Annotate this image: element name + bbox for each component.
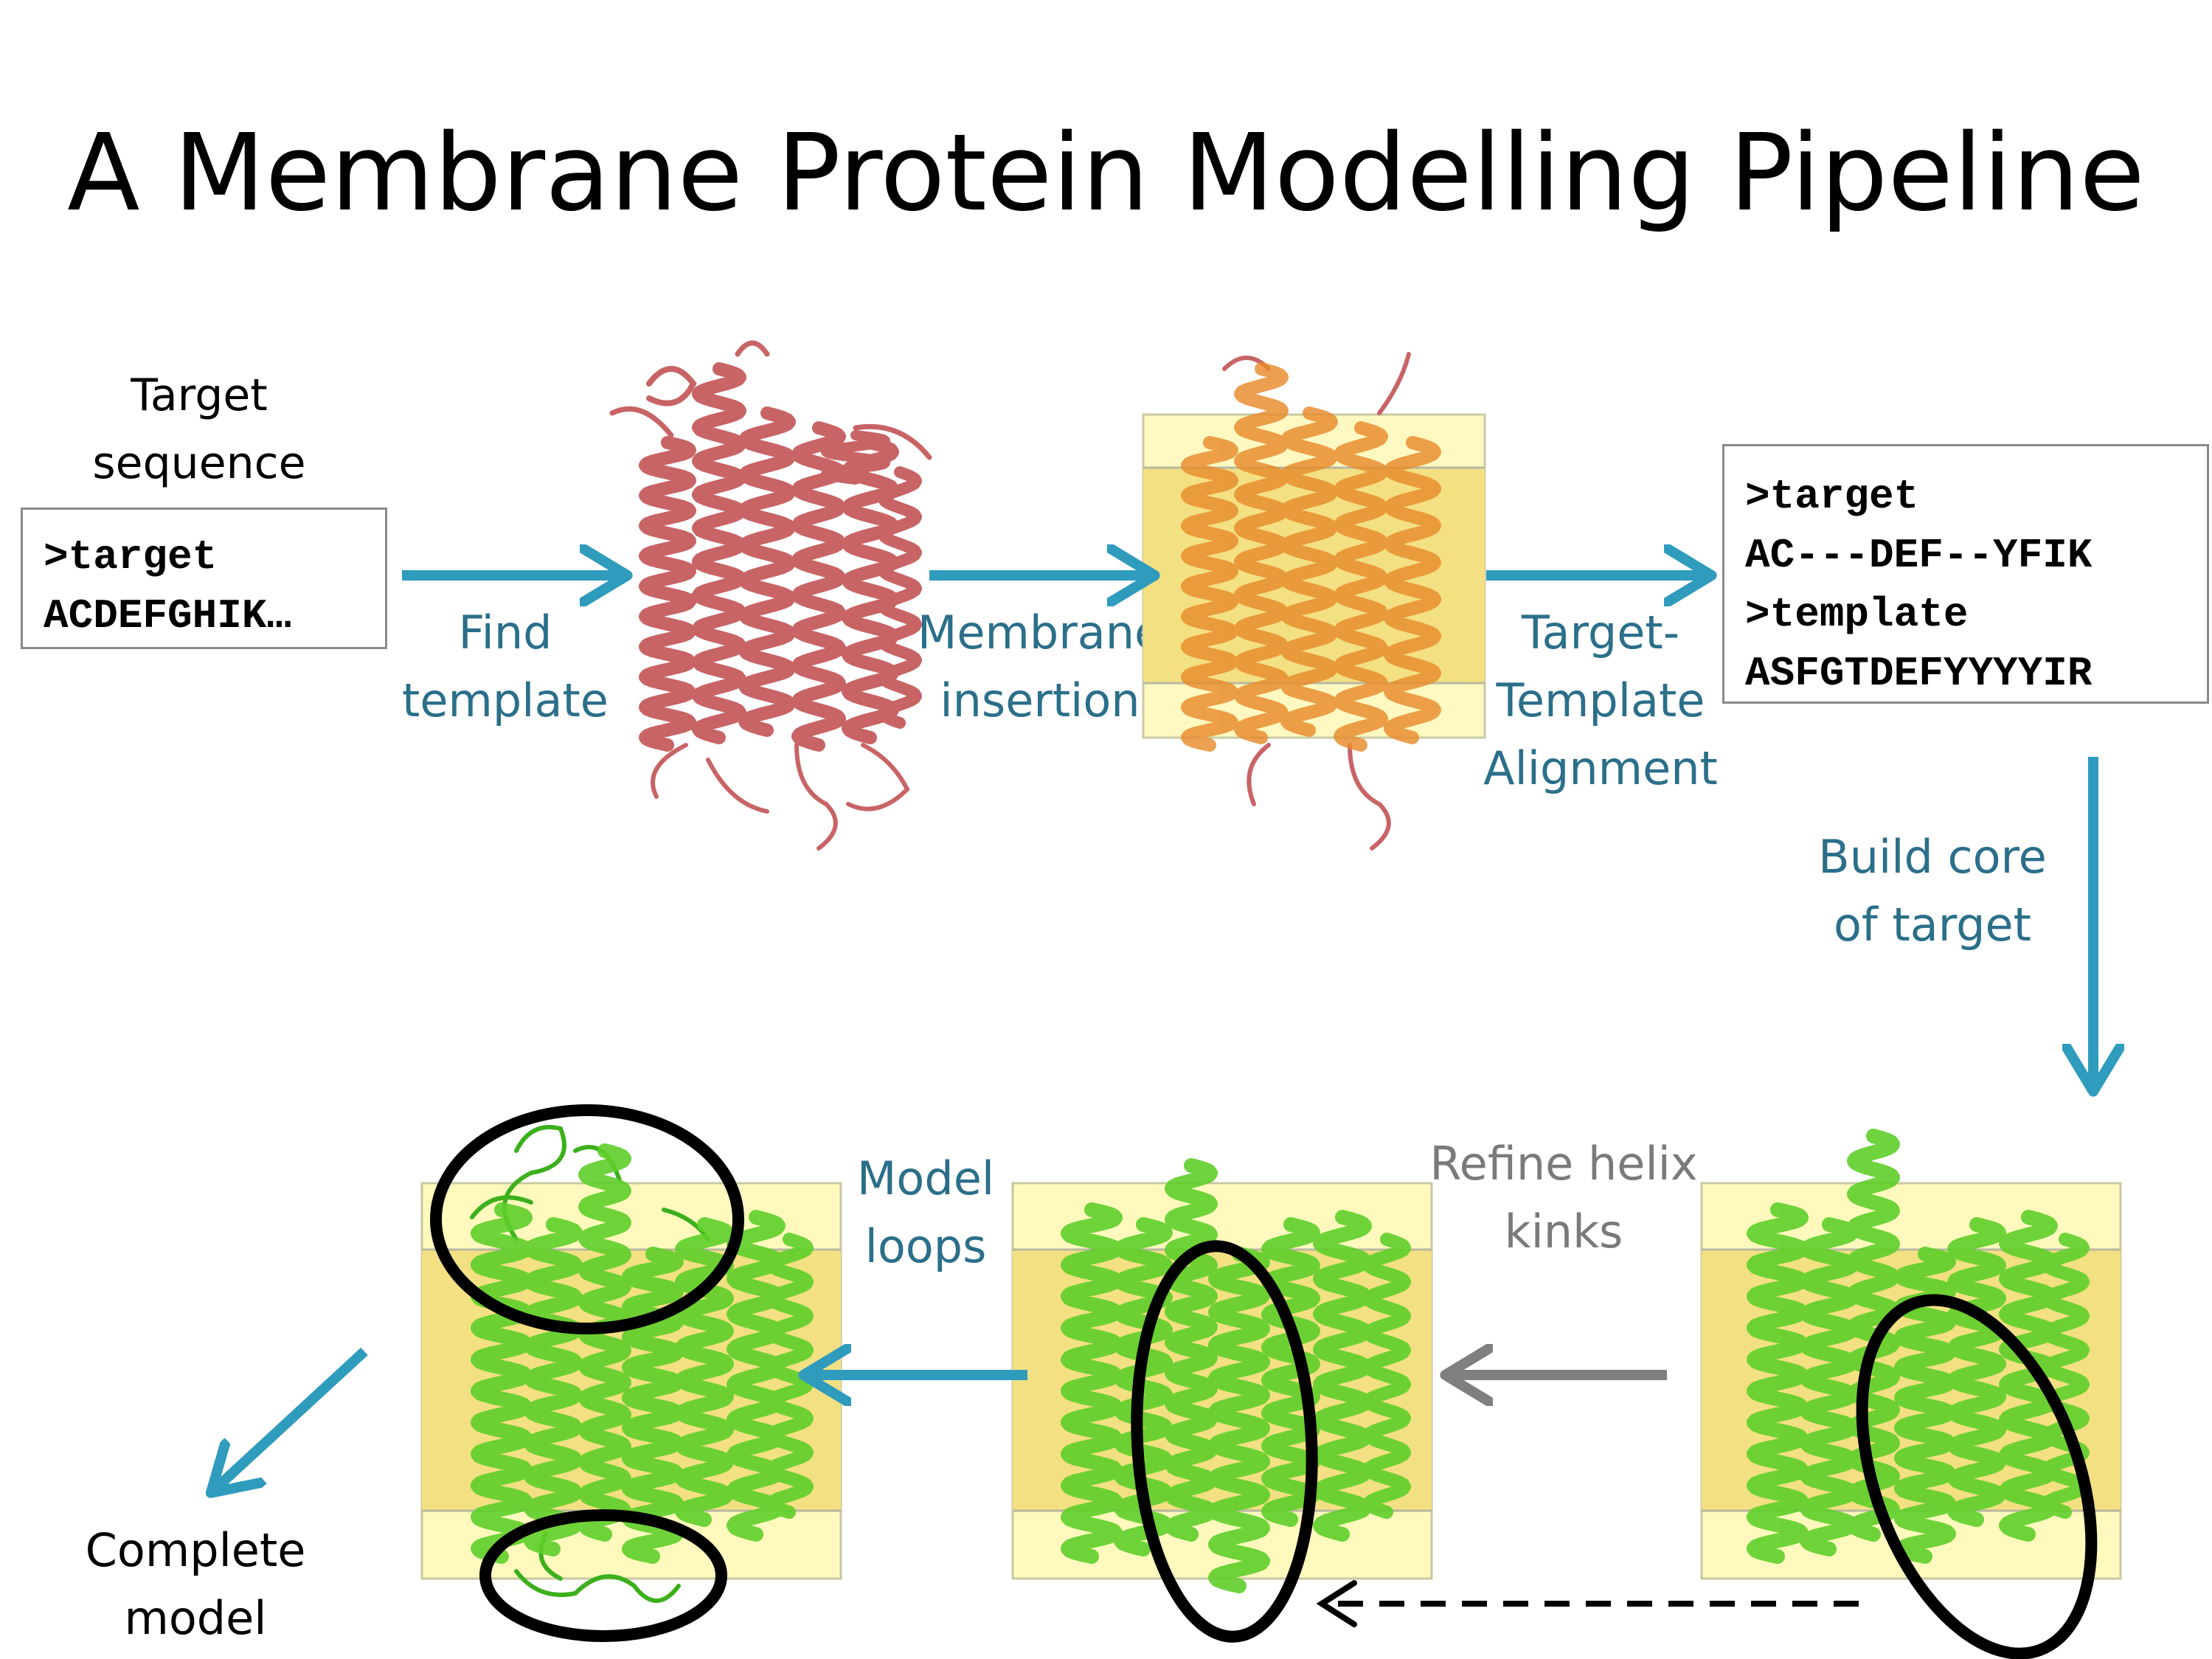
inserted-protein-helices: [1181, 362, 1441, 752]
alignment-template-header: >template: [1745, 591, 1969, 638]
helix-5: [675, 1217, 734, 1527]
helix-2: [692, 362, 746, 744]
find-template-label: Find template: [391, 599, 620, 735]
helix-7: [765, 1233, 814, 1519]
highlight-ellipses: [430, 1104, 2098, 1659]
template-protein-helices: [639, 362, 922, 752]
alignment-label-line1: Target-: [1521, 606, 1680, 659]
helix-7: [821, 430, 890, 485]
highlight-bottom-loops: [479, 1509, 727, 1642]
refine-kinks-label: Refine helix kinks: [1416, 1130, 1711, 1266]
helix-2: [1800, 1217, 1859, 1556]
helix-5: [1261, 1217, 1320, 1527]
helix-1: [639, 436, 696, 752]
loop-model-helices: [471, 1143, 814, 1564]
helix-4: [1208, 1247, 1270, 1593]
alignment-target-header: >target: [1745, 473, 1919, 520]
target-sequence-label: Target sequence: [81, 361, 317, 497]
helix-1: [1181, 436, 1238, 752]
build-core-label-line2: of target: [1834, 898, 2031, 952]
target-sequence-label-line1: Target: [131, 370, 268, 421]
membrane-insertion-label: Membrane insertion: [907, 599, 1173, 735]
helix-5: [1384, 436, 1441, 744]
highlight-top-loops: [430, 1104, 744, 1334]
helix-4: [622, 1247, 684, 1564]
helix-1: [471, 1202, 533, 1564]
helix-3: [738, 406, 796, 737]
highlight-core-kink: [1856, 1294, 2098, 1659]
target-sequence-residues: ACDEFGHIK…: [44, 592, 292, 640]
alignment-box: >target AC---DEF--YFIK >template ASFGTDE…: [1722, 444, 2209, 704]
helix-5: [1947, 1217, 2006, 1527]
alignment-label-line2: Template: [1496, 673, 1705, 727]
helix-3: [578, 1143, 631, 1542]
helix-7: [1362, 1233, 1411, 1519]
refine-kinks-label-line1: Refine helix: [1429, 1137, 1698, 1191]
find-template-label-line1: Find: [458, 606, 552, 659]
helix-1: [1061, 1202, 1123, 1564]
helix-6: [878, 466, 922, 729]
model-loops-label-line2: loops: [864, 1219, 987, 1273]
target-sequence-box: >target ACDEFGHIK…: [21, 508, 387, 649]
complete-model-label-line1: Complete: [85, 1523, 306, 1577]
refine-kinks-label-line2: kinks: [1504, 1205, 1623, 1258]
helix-1: [1747, 1202, 1809, 1564]
helix-3: [1280, 406, 1338, 737]
flow-arrows: [214, 575, 2093, 1627]
build-core-label-line1: Build core: [1818, 830, 2047, 884]
alignment-label-line3: Alignment: [1483, 741, 1718, 795]
helix-4: [791, 421, 846, 752]
helix-6: [727, 1210, 786, 1542]
helix-7: [2041, 1233, 2090, 1519]
target-sequence-label-line2: sequence: [92, 437, 306, 489]
helix-5: [842, 436, 899, 744]
target-sequence-header: >target: [44, 533, 218, 581]
helix-2: [1234, 362, 1289, 744]
helix-6: [1999, 1210, 2058, 1542]
complete-model-label-line2: model: [124, 1591, 267, 1645]
alignment-template-sequence: ASFGTDEFYYYYIR: [1745, 650, 2093, 697]
highlight-refined-kink: [1131, 1240, 1318, 1643]
membrane-insertion-label-line2: insertion: [940, 673, 1140, 727]
complete-model-label: Complete model: [66, 1517, 325, 1652]
helix-4: [1334, 421, 1388, 752]
alignment-label: Target- Template Alignment: [1475, 599, 1726, 803]
arrow-complete-model: [214, 1347, 368, 1490]
helix-3: [1165, 1158, 1218, 1542]
helix-2: [524, 1217, 583, 1556]
model-loops-label-line1: Model: [856, 1151, 995, 1205]
protein-helices: [471, 362, 2090, 1593]
helix-6: [1313, 1210, 1372, 1542]
alignment-target-sequence: AC---DEF--YFIK: [1745, 532, 2093, 579]
membrane-insertion-label-line1: Membrane: [917, 606, 1163, 659]
find-template-label-line2: template: [402, 673, 609, 727]
slide-title: A Membrane Protein Modelling Pipeline: [67, 111, 2145, 235]
template-protein-structure: [609, 340, 932, 851]
model-loops-label: Model loops: [841, 1145, 1010, 1281]
build-core-label: Build core of target: [1800, 823, 2065, 959]
